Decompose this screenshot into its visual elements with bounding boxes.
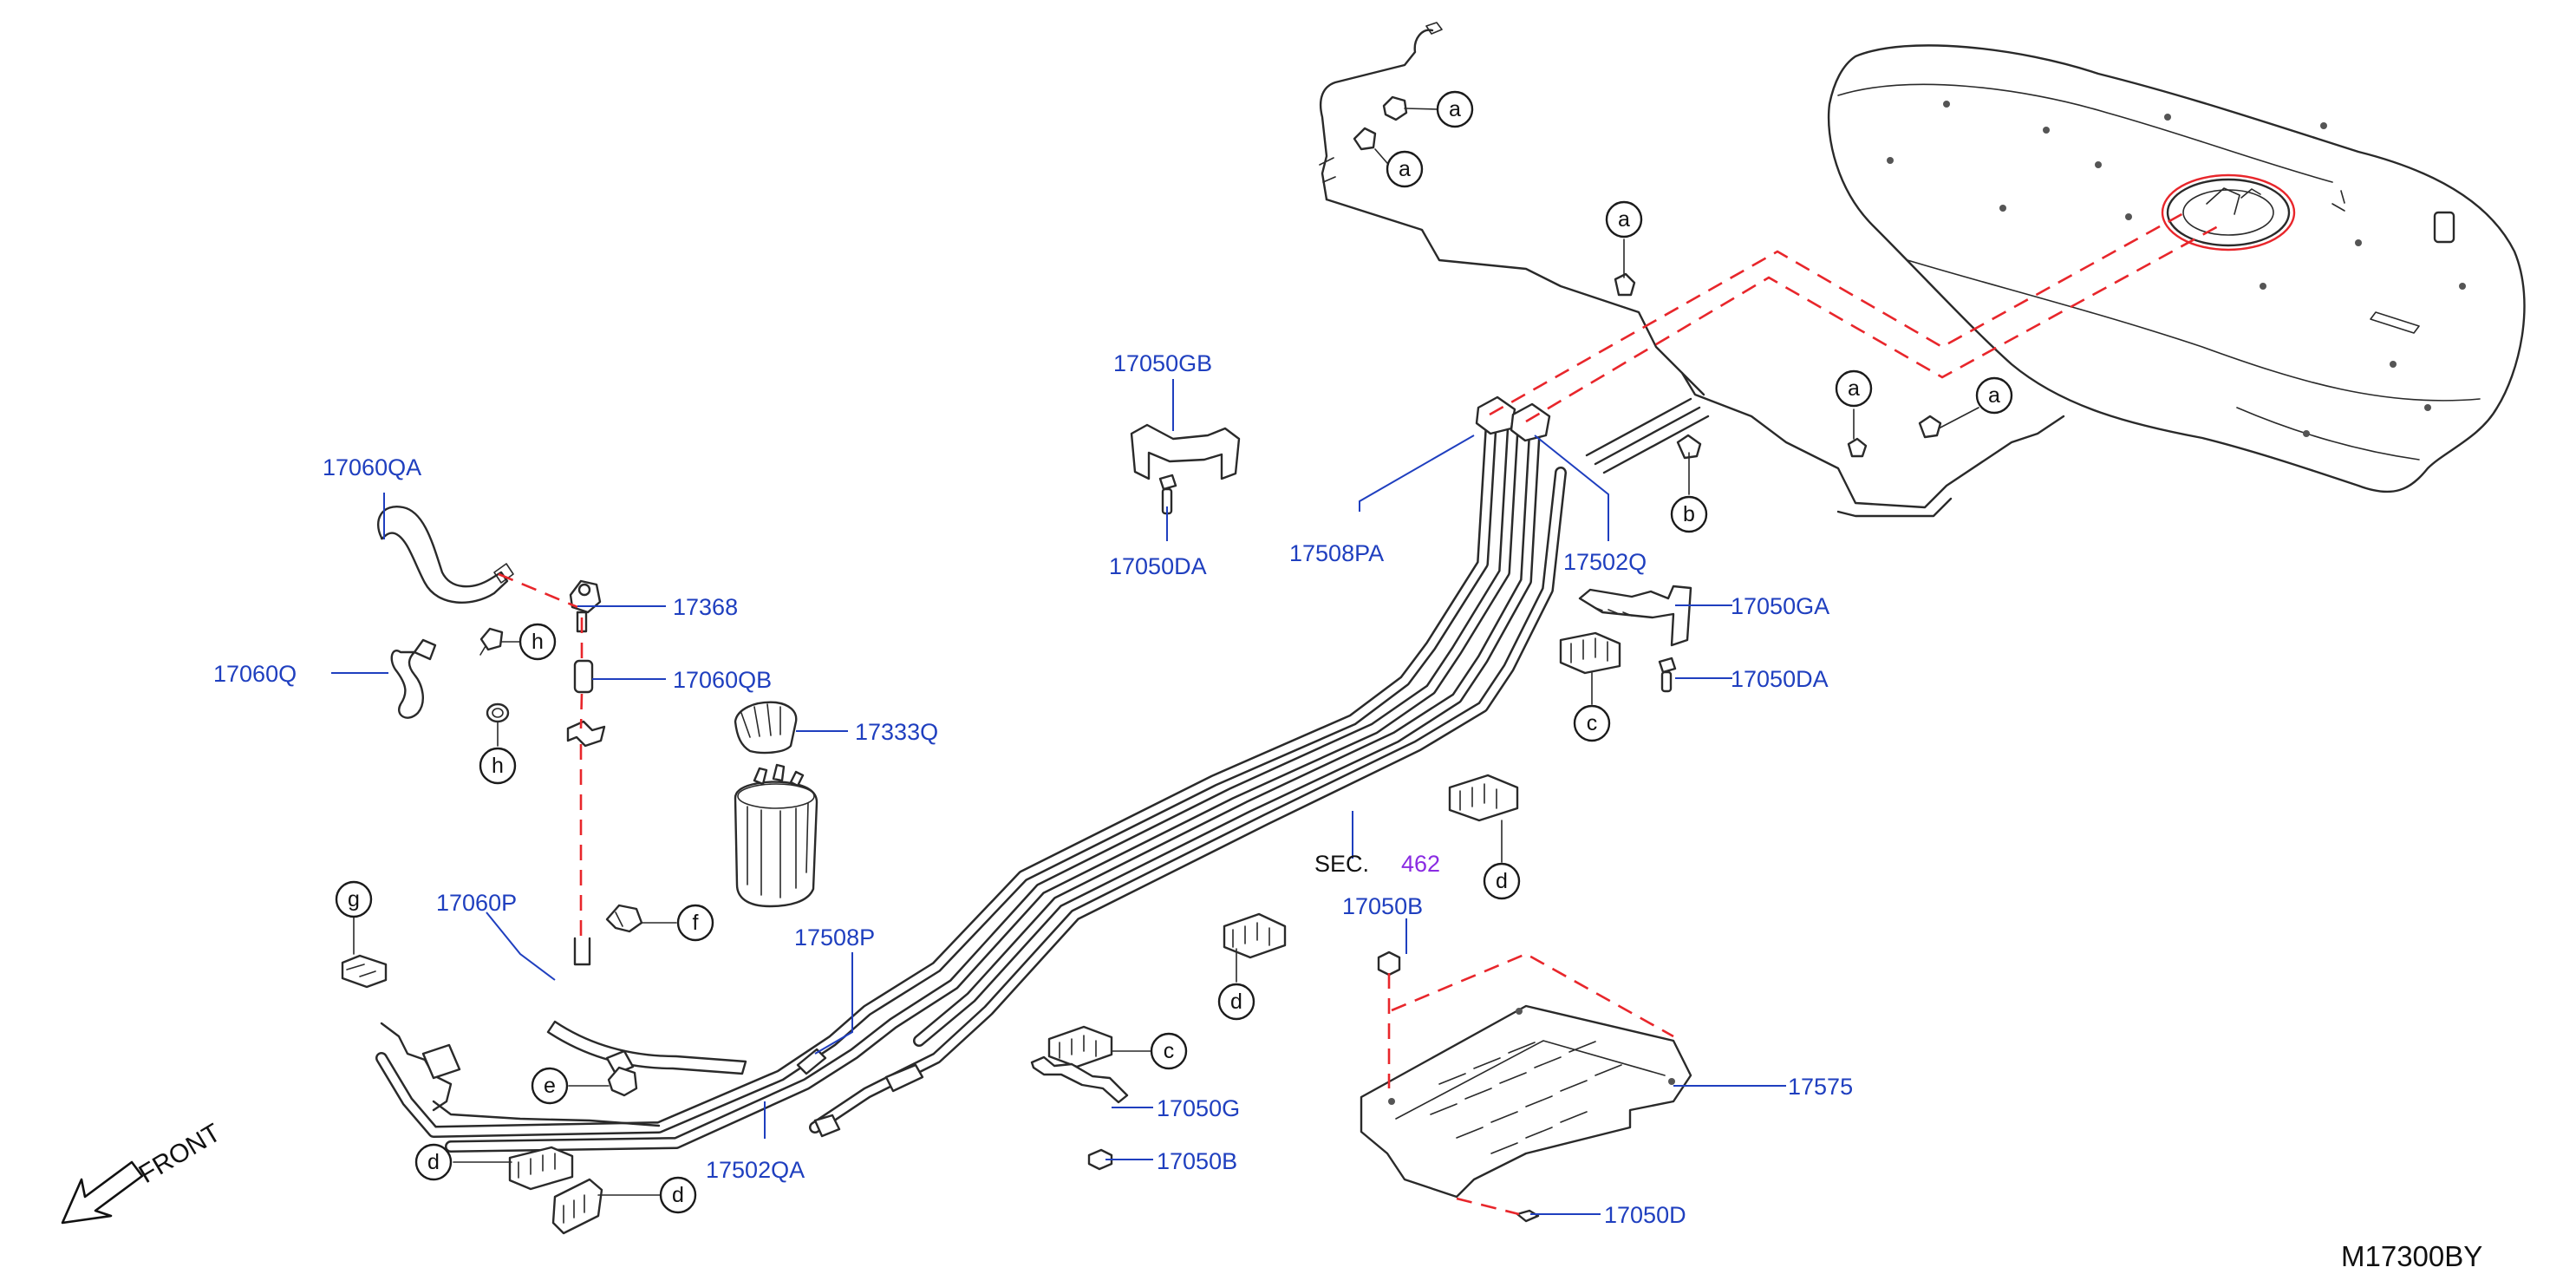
section-ref-prefix: SEC. [1314,851,1369,877]
clip-d-center [1223,912,1287,959]
callout-d-2: d [1217,983,1255,1021]
callout-a-1: a [1436,90,1474,128]
shield-17575 [1360,1004,1692,1223]
clip-f [605,904,643,933]
nut-17050b-bottom [1087,1148,1113,1171]
label-17050ga: 17050GA [1731,593,1829,619]
label-17508p: 17508P [794,924,875,951]
label-17060q: 17060Q [213,661,297,687]
clip-a-5 [1918,415,1942,439]
clip-a-4 [1847,437,1868,458]
section-ref-number: 462 [1401,851,1440,877]
svg-text:h: h [532,630,544,654]
fuel-tank [1827,44,2526,493]
clip-g [341,954,388,989]
svg-text:b: b [1683,502,1695,526]
label-17050da-right: 17050DA [1731,666,1829,692]
vent-valve-17368 [569,579,602,633]
callout-d-1: d [1483,862,1521,900]
clip-d-right [1448,774,1519,822]
callout-d-3: d [414,1143,453,1181]
callout-c-2: c [1150,1032,1188,1070]
canister [734,763,818,908]
cover-17333q [734,701,798,755]
clip-c-right [1559,631,1621,675]
bracket-17050g [1030,1055,1129,1104]
clip-h-1 [479,627,504,656]
svg-text:g: g [348,887,360,911]
clip-b [1676,434,1702,460]
svg-text:h: h [492,754,504,778]
svg-text:a: a [1848,376,1860,401]
bracket-17050gb [1130,423,1241,480]
svg-text:d: d [672,1183,684,1207]
main-pipe-bundle [375,395,1710,1153]
label-17050gb: 17050GB [1113,350,1212,376]
callout-a-4: a [1835,369,1873,408]
callout-c-1: c [1573,704,1611,742]
label-17050b-mid: 17050B [1342,893,1423,919]
front-label: FRONT [134,1118,226,1189]
callout-e: e [531,1067,569,1105]
callout-b: b [1670,495,1708,533]
clip-c-center [1047,1025,1113,1068]
bolt-17050da-right [1658,657,1677,693]
label-17368: 17368 [673,594,738,620]
callout-d-4: d [659,1176,697,1214]
callout-a-2: a [1386,150,1424,188]
callout-g: g [335,880,373,918]
front-arrow-icon [61,1160,144,1225]
bracket-17050ga [1578,585,1692,647]
callout-a-3: a [1605,200,1643,238]
clip-a-2 [1353,127,1377,151]
label-17333q: 17333Q [855,719,938,745]
callout-a-5: a [1975,376,2013,415]
label-17502q: 17502Q [1563,549,1647,575]
leader-lines [331,379,1786,1215]
svg-text:a: a [1399,157,1411,181]
svg-text:a: a [1988,383,2000,408]
svg-text:d: d [427,1150,440,1174]
label-17050b-bottom: 17050B [1157,1148,1237,1174]
svg-text:d: d [1230,990,1242,1014]
label-17060p: 17060P [436,890,517,916]
hose-17060q [390,638,437,719]
svg-text:f: f [693,911,699,935]
label-17502qa: 17502QA [706,1157,805,1183]
label-17050d: 17050D [1604,1202,1686,1228]
label-17050g: 17050G [1157,1095,1240,1121]
dashed-guides [498,211,2221,1216]
clip-d-left [508,1146,603,1235]
tube-17060p-end [573,937,591,966]
svg-text:d: d [1496,869,1508,893]
tube-17060qb [573,659,594,694]
clip-bracket [566,720,606,748]
lower-left-pipes [380,1020,747,1127]
clip-e [607,1066,638,1097]
nut-17050b-mid [1377,951,1401,977]
svg-text:a: a [1618,207,1630,232]
clip-a-1 [1382,95,1408,121]
upper-fuel-line [1319,22,2065,518]
label-17050da-top: 17050DA [1109,553,1207,579]
svg-text:c: c [1164,1039,1175,1063]
label-17060qb: 17060QB [673,667,772,693]
label-17508pa: 17508PA [1289,540,1384,566]
callout-f: f [676,904,714,942]
label-17575: 17575 [1788,1074,1853,1100]
label-17060qa: 17060QA [323,454,421,480]
clamp-h-2 [486,702,510,723]
callout-h-1: h [518,623,557,661]
callout-h-2: h [479,747,517,785]
svg-text:c: c [1587,711,1598,735]
callout-leaders [353,108,1979,1196]
svg-text:e: e [544,1074,556,1098]
clip-a-3 [1614,272,1636,297]
hose-17060qa [377,506,514,604]
svg-text:a: a [1449,97,1461,121]
diagram-code: M17300BY [2341,1240,2482,1272]
